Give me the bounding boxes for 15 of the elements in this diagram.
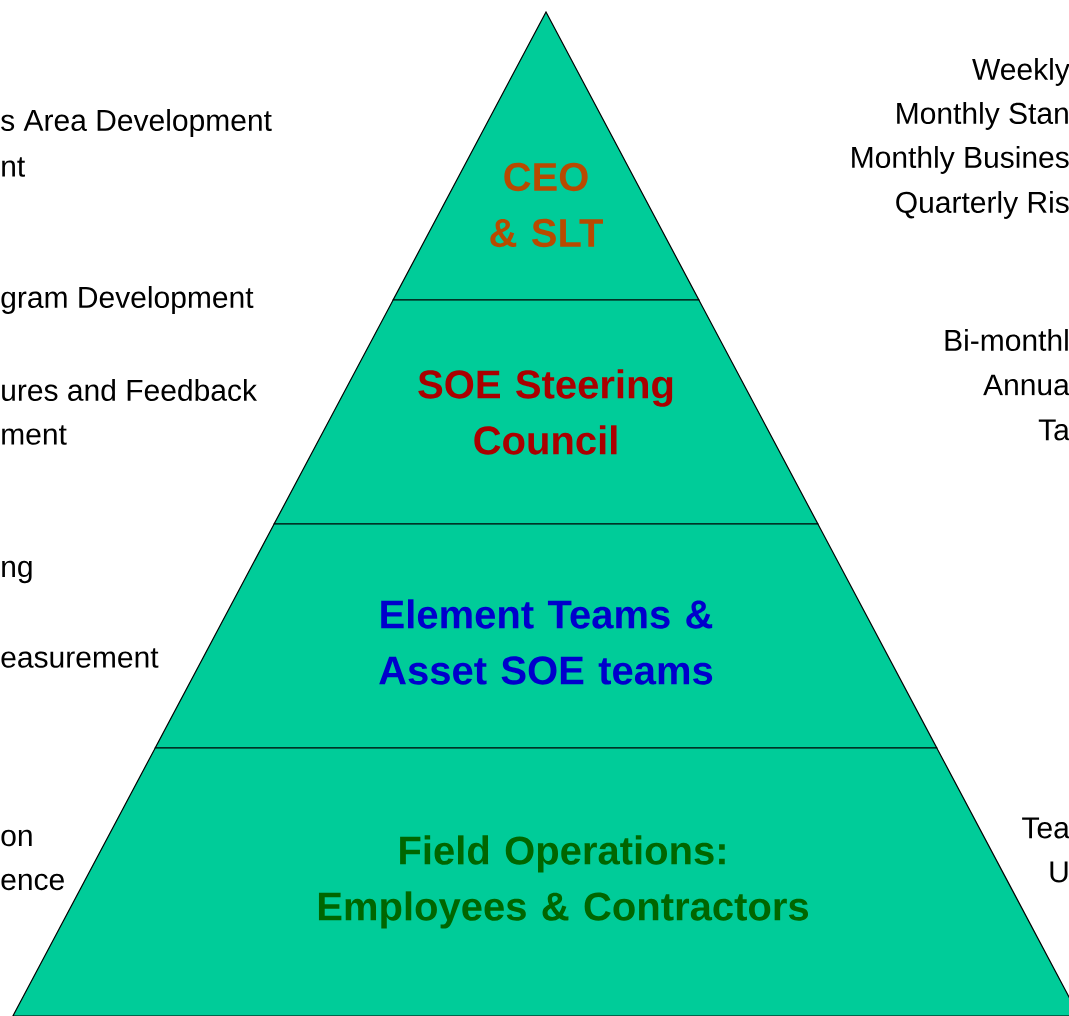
pyramid-band: SOE Steering Council (273, 299, 819, 525)
side-note: Monthly Stan (897, 102, 1068, 130)
side-note: Quarterly Ris (896, 191, 1069, 219)
side-note: U (1050, 861, 1068, 883)
side-note: gram Development (1, 286, 254, 314)
side-note: Annua (983, 374, 1069, 396)
side-note: Ta (1038, 419, 1069, 441)
side-note: Bi-monthl (945, 328, 1068, 351)
side-note: Monthly Busines (852, 146, 1069, 174)
side-note: Weekly (972, 58, 1069, 86)
side-note: s Area Development (1, 109, 272, 137)
side-note: ment (2, 425, 67, 445)
side-note: ng (2, 560, 32, 584)
side-note: Tea (1022, 817, 1069, 839)
side-note: nt (2, 157, 25, 177)
